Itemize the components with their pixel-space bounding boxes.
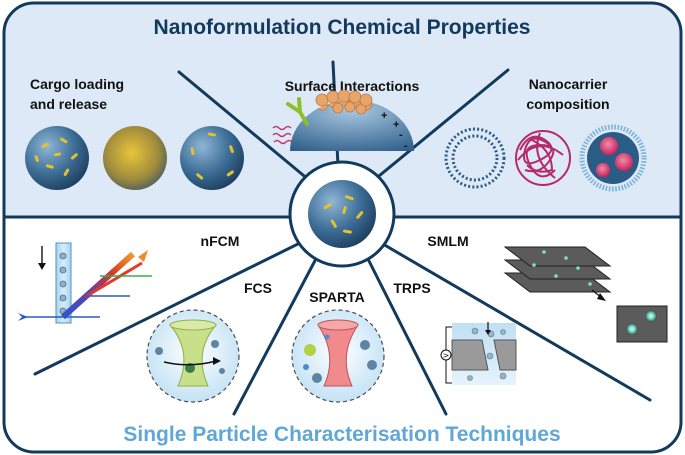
charge-3: - [399,129,403,141]
divider-lines [2,60,683,416]
cargo-particle-2 [103,126,167,190]
nfcm-schematic [18,242,152,324]
center-particle [288,160,396,268]
lipid-nanoparticle-icon [579,124,647,192]
label-cargo-line1: Cargo loading [30,76,124,92]
label-cargo-line2: and release [30,96,107,112]
surface-charges: + + - - [381,110,408,152]
bottom-title: Single Particle Characterisation Techniq… [123,423,560,446]
charge-4: - [404,140,408,152]
fcs-schematic [146,309,240,403]
label-sparta: SPARTA [309,289,364,305]
label-composition-line1: Nanocarrier [529,76,608,92]
polymer-chains [272,125,293,145]
charge-1: + [381,110,387,122]
sparta-schematic [291,309,385,403]
label-smlm: SMLM [427,233,468,249]
charge-2: + [393,119,399,131]
top-title: Nanoformulation Chemical Properties [154,16,531,39]
svg-text:>: > [443,351,450,360]
label-trps: TRPS [393,280,430,296]
label-fcs: FCS [244,280,272,296]
cargo-particle-1 [25,126,89,190]
label-nfcm: nFCM [201,233,240,249]
polymer-nanoparticle-icon [515,130,571,186]
surface-dome [290,89,414,151]
liposome-icon [444,127,506,189]
trps-schematic: > [440,322,517,385]
antibody-icon [286,97,309,126]
smlm-schematic [503,246,668,343]
cargo-particle-3 [180,126,244,190]
label-surface: Surface Interactions [285,78,420,94]
label-composition-line2: composition [526,96,609,112]
